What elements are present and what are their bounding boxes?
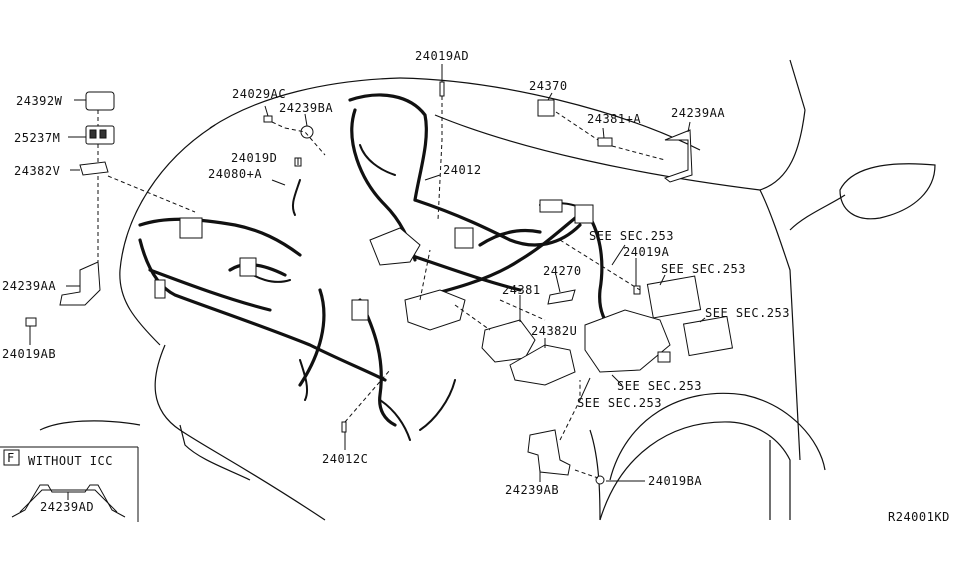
label-24012: 24012: [443, 163, 482, 177]
dashed-guide-lines: [97, 96, 666, 479]
inset-title: WITHOUT ICC: [28, 454, 113, 468]
connector-group: [25, 81, 734, 485]
label-24080A: 24080+A: [208, 167, 262, 181]
label-24012C: 24012C: [322, 452, 368, 466]
diagram-code: R24001KD: [888, 510, 950, 524]
inset-part-label: 24239AD: [40, 500, 94, 514]
label-24029AC: 24029AC: [232, 87, 286, 101]
inset-box: [0, 446, 139, 522]
label-24239AA-right: 24239AA: [671, 106, 725, 120]
label-24239BA: 24239BA: [279, 101, 333, 115]
part-labels: 24392W 25237M 24382V 24239AA 24019AB 240…: [2, 49, 950, 524]
label-24370: 24370: [529, 79, 568, 93]
label-25237M: 25237M: [14, 131, 60, 145]
label-24392W: 24392W: [16, 94, 63, 108]
label-24019AD: 24019AD: [415, 49, 469, 63]
label-see-sec-253-3: SEE SEC.253: [705, 306, 790, 320]
label-24382U: 24382U: [531, 324, 577, 338]
label-see-sec-253-2: SEE SEC.253: [661, 262, 746, 276]
label-24381A: 24381+A: [587, 112, 641, 126]
label-24019BA: 24019BA: [648, 474, 702, 488]
leader-lines: [29, 64, 706, 482]
label-24019D: 24019D: [231, 151, 277, 165]
label-24382V: 24382V: [14, 164, 60, 178]
label-24019AB: 24019AB: [2, 347, 56, 361]
label-see-sec-253-1: SEE SEC.253: [589, 229, 674, 243]
label-see-sec-253-5: SEE SEC.253: [577, 396, 662, 410]
label-24239AB: 24239AB: [505, 483, 559, 497]
label-24270: 24270: [543, 264, 582, 278]
label-24019A: 24019A: [623, 245, 670, 259]
harness-bundle: [138, 93, 617, 441]
inset-marker: F: [7, 451, 15, 465]
vehicle-body-outline: [39, 59, 936, 521]
label-24239AA-left: 24239AA: [2, 279, 56, 293]
label-see-sec-253-4: SEE SEC.253: [617, 379, 702, 393]
label-24381: 24381: [502, 283, 541, 297]
